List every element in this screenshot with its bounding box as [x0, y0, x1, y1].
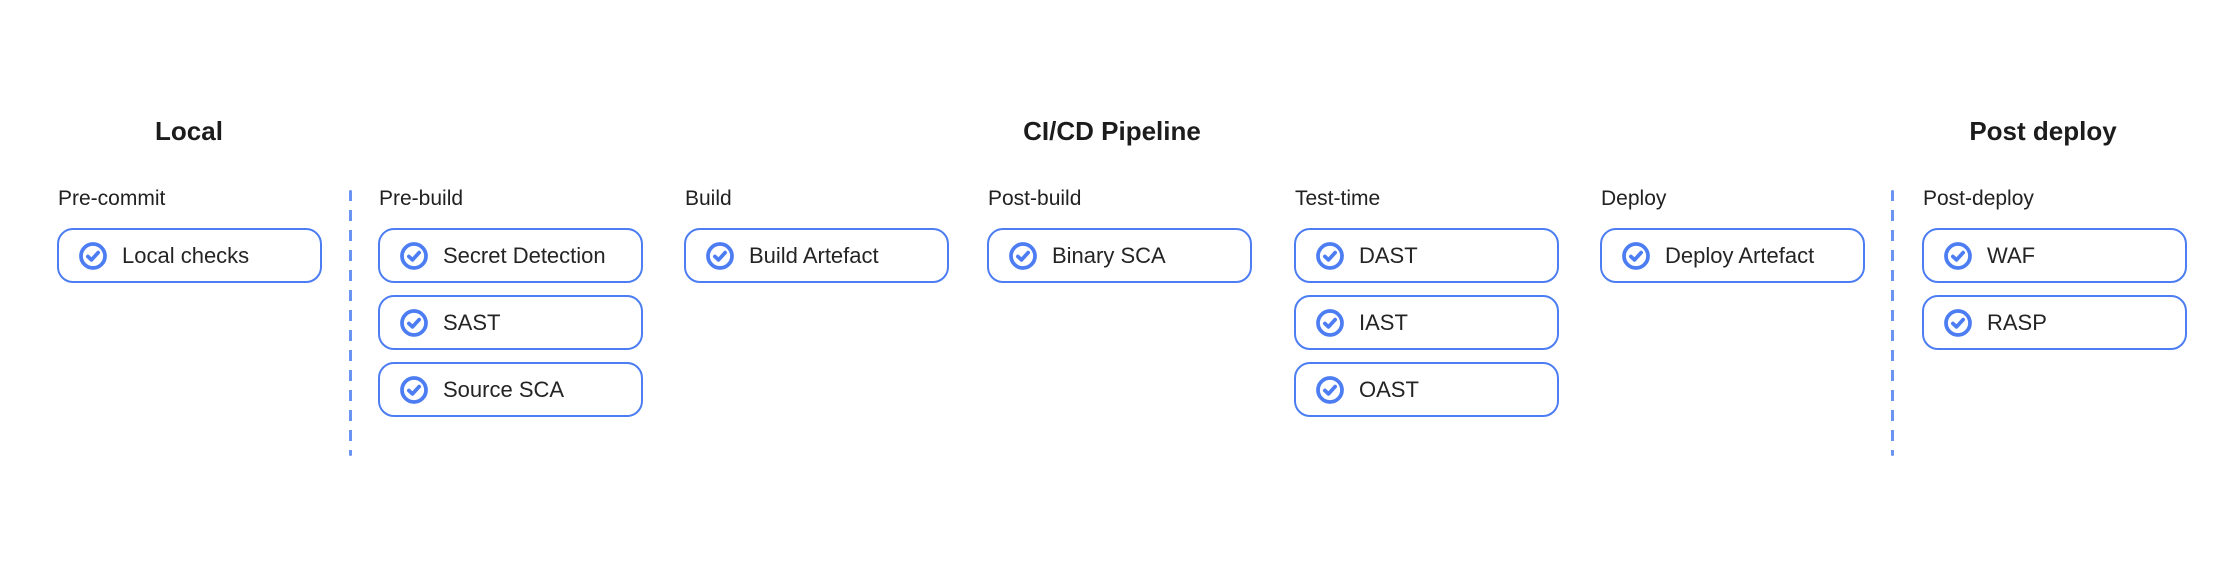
stage-label: Pre-build	[379, 187, 464, 210]
stage-label: Post-deploy	[1923, 187, 2034, 210]
check-circle-icon	[1621, 241, 1651, 271]
section-title-post-deploy: Post deploy	[1969, 116, 2117, 146]
stage-label: Deploy	[1601, 187, 1667, 210]
check-pill: IAST	[1294, 295, 1559, 350]
check-pill-label: Build Artefact	[749, 242, 879, 268]
check-pill: Source SCA	[378, 362, 643, 417]
check-circle-icon	[1315, 241, 1345, 271]
check-circle-icon	[399, 375, 429, 405]
check-pill: Local checks	[57, 228, 322, 283]
check-pill-label: RASP	[1987, 309, 2047, 335]
section-title-local: Local	[155, 116, 223, 146]
check-pill: SAST	[378, 295, 643, 350]
check-pill-label: Binary SCA	[1052, 242, 1166, 268]
check-pill-label: DAST	[1359, 242, 1418, 268]
stage-label: Test-time	[1295, 187, 1381, 210]
check-circle-icon	[1943, 241, 1973, 271]
stage-label: Build	[685, 187, 732, 210]
check-pill-label: SAST	[443, 309, 501, 335]
check-pill: RASP	[1922, 295, 2187, 350]
check-pill-label: WAF	[1987, 242, 2036, 268]
check-circle-icon	[399, 308, 429, 338]
check-circle-icon	[1943, 308, 1973, 338]
check-pill: Binary SCA	[987, 228, 1252, 283]
check-circle-icon	[1315, 308, 1345, 338]
check-circle-icon	[1315, 375, 1345, 405]
check-pill: Secret Detection	[378, 228, 643, 283]
stage-label: Post-build	[988, 187, 1082, 210]
check-pill: Build Artefact	[684, 228, 949, 283]
check-circle-icon	[1008, 241, 1038, 271]
check-circle-icon	[399, 241, 429, 271]
check-pill-label: OAST	[1359, 376, 1419, 402]
check-pill: DAST	[1294, 228, 1559, 283]
check-pill: OAST	[1294, 362, 1559, 417]
check-pill-label: IAST	[1359, 309, 1408, 335]
check-circle-icon	[705, 241, 735, 271]
section-title-cicd-pipeline: CI/CD Pipeline	[1023, 116, 1201, 146]
check-pill-label: Local checks	[122, 242, 250, 268]
section-divider-local-cicd	[349, 190, 352, 456]
check-pill-label: Secret Detection	[443, 242, 606, 268]
section-divider-cicd-postdeploy	[1891, 190, 1894, 456]
check-pill: Deploy Artefact	[1600, 228, 1865, 283]
check-pill: WAF	[1922, 228, 2187, 283]
check-pill-label: Deploy Artefact	[1665, 242, 1815, 268]
stage-label: Pre-commit	[58, 187, 166, 210]
check-pill-label: Source SCA	[443, 376, 565, 402]
check-circle-icon	[78, 241, 108, 271]
